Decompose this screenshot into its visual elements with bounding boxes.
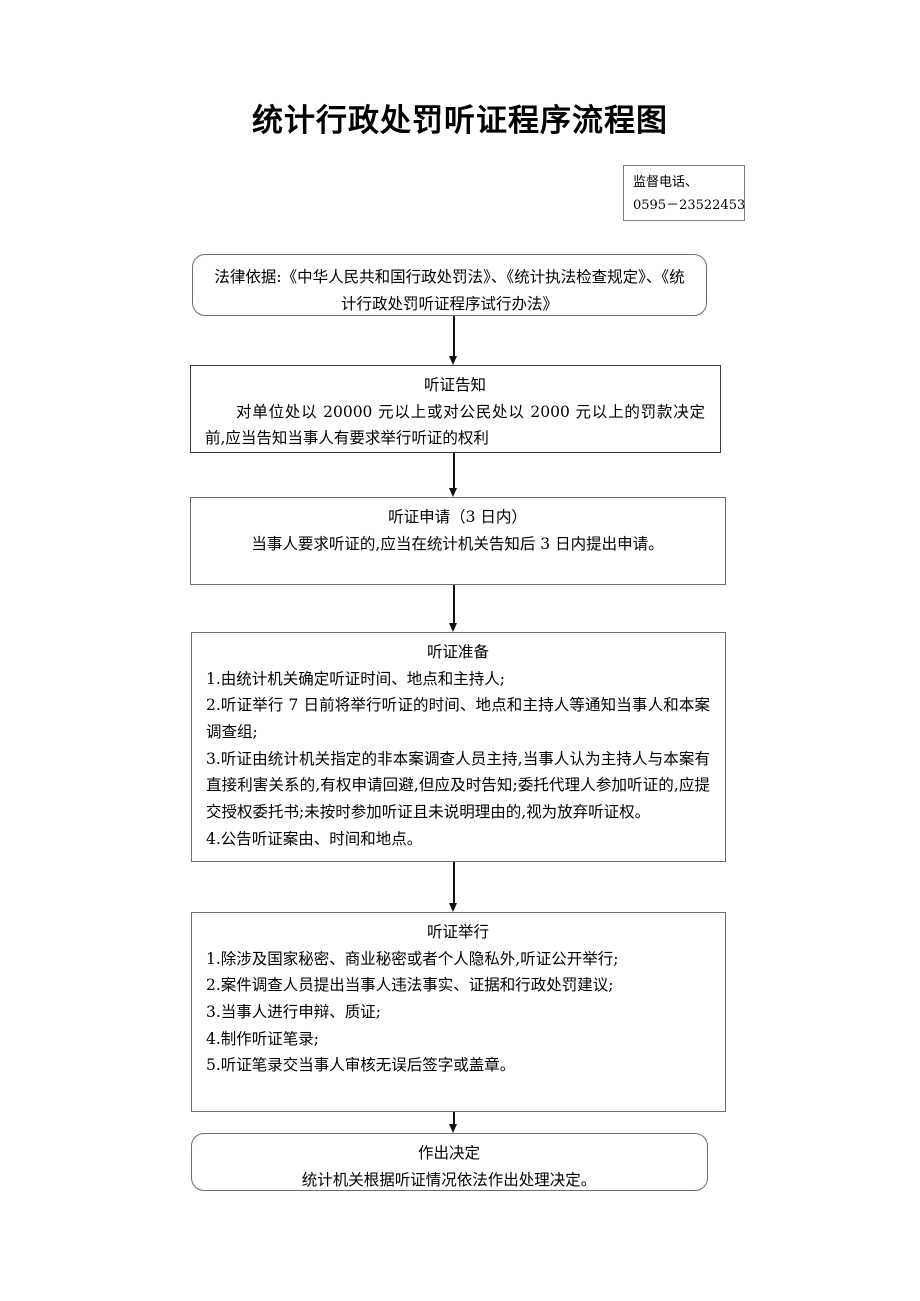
arrow-head-icon: [449, 623, 457, 632]
hearing-notice-heading: 听证告知: [423, 376, 486, 394]
hearing-preparation-heading: 听证准备: [426, 643, 489, 661]
decision-body: 统计机关根据听证情况依法作出处理决定。: [301, 1170, 597, 1189]
arrow-stem: [452, 316, 455, 356]
flow-node-hearing-held: 听证举行 1.除涉及国家秘密、商业秘密或者个人隐私外,听证公开举行; 2.案件调…: [191, 912, 726, 1112]
hearing-preparation-list: 1.由统计机关确定听证时间、地点和主持人; 2.听证举行 7 日前将举行听证的时…: [206, 666, 710, 853]
arrow-stem: [452, 453, 455, 488]
list-item: 5.听证笔录交当事人审核无误后签字或盖章。: [206, 1056, 516, 1075]
legal-basis-text: 法律依据:《中华人民共和国行政处罚法》、《统计执法检查规定》、《统计行政处罚听证…: [214, 268, 685, 313]
list-item: 4.公告听证案由、时间和地点。: [206, 829, 423, 848]
supervision-phone-label: 监督电话、: [633, 175, 699, 190]
list-item: 2.听证举行 7 日前将举行听证的时间、地点和主持人等通知当事人和本案调查组;: [206, 696, 710, 741]
arrow-stem: [452, 1112, 455, 1124]
list-item: 4.制作听证笔录;: [206, 1029, 320, 1048]
arrow-connector-5: [449, 1112, 458, 1133]
supervision-phone-number: 0595－23522453: [633, 197, 746, 213]
flow-node-hearing-notice: 听证告知 对单位处以 20000 元以上或对公民处以 2000 元以上的罚款决定…: [190, 365, 721, 453]
hearing-application-heading: 听证申请（3 日内）: [388, 508, 527, 526]
arrow-stem: [452, 862, 455, 903]
arrow-head-icon: [449, 1124, 457, 1133]
flow-node-decision: 作出决定 统计机关根据听证情况依法作出处理决定。: [191, 1133, 708, 1191]
arrow-connector-3: [449, 585, 458, 632]
flow-node-hearing-application: 听证申请（3 日内） 当事人要求听证的,应当在统计机关告知后 3 日内提出申请。: [190, 497, 726, 585]
hearing-held-heading: 听证举行: [426, 923, 489, 941]
decision-heading: 作出决定: [417, 1144, 480, 1162]
supervision-phone-box: 监督电话、 0595－23522453: [623, 165, 745, 221]
list-item: 1.除涉及国家秘密、商业秘密或者个人隐私外,听证公开举行;: [206, 949, 619, 968]
arrow-connector-2: [449, 453, 458, 497]
arrow-connector-4: [449, 862, 458, 912]
hearing-application-body: 当事人要求听证的,应当在统计机关告知后 3 日内提出申请。: [251, 534, 664, 553]
list-item: 2.案件调查人员提出当事人违法事实、证据和行政处罚建议;: [206, 976, 614, 995]
list-item: 1.由统计机关确定听证时间、地点和主持人;: [206, 669, 506, 688]
flow-node-legal-basis: 法律依据:《中华人民共和国行政处罚法》、《统计执法检查规定》、《统计行政处罚听证…: [192, 254, 707, 316]
arrow-head-icon: [449, 903, 457, 912]
arrow-head-icon: [449, 356, 457, 365]
arrow-connector-1: [449, 316, 458, 365]
hearing-notice-body: 对单位处以 20000 元以上或对公民处以 2000 元以上的罚款决定前,应当告…: [205, 402, 705, 448]
list-item: 3.听证由统计机关指定的非本案调查人员主持,当事人认为主持人与本案有直接利害关系…: [206, 749, 710, 821]
arrow-head-icon: [449, 488, 457, 497]
list-item: 3.当事人进行申辩、质证;: [206, 1002, 382, 1021]
page-title: 统计行政处罚听证程序流程图: [252, 103, 668, 139]
hearing-held-list: 1.除涉及国家秘密、商业秘密或者个人隐私外,听证公开举行; 2.案件调查人员提出…: [206, 946, 710, 1079]
flow-node-hearing-preparation: 听证准备 1.由统计机关确定听证时间、地点和主持人; 2.听证举行 7 日前将举…: [191, 632, 726, 862]
arrow-stem: [452, 585, 455, 623]
